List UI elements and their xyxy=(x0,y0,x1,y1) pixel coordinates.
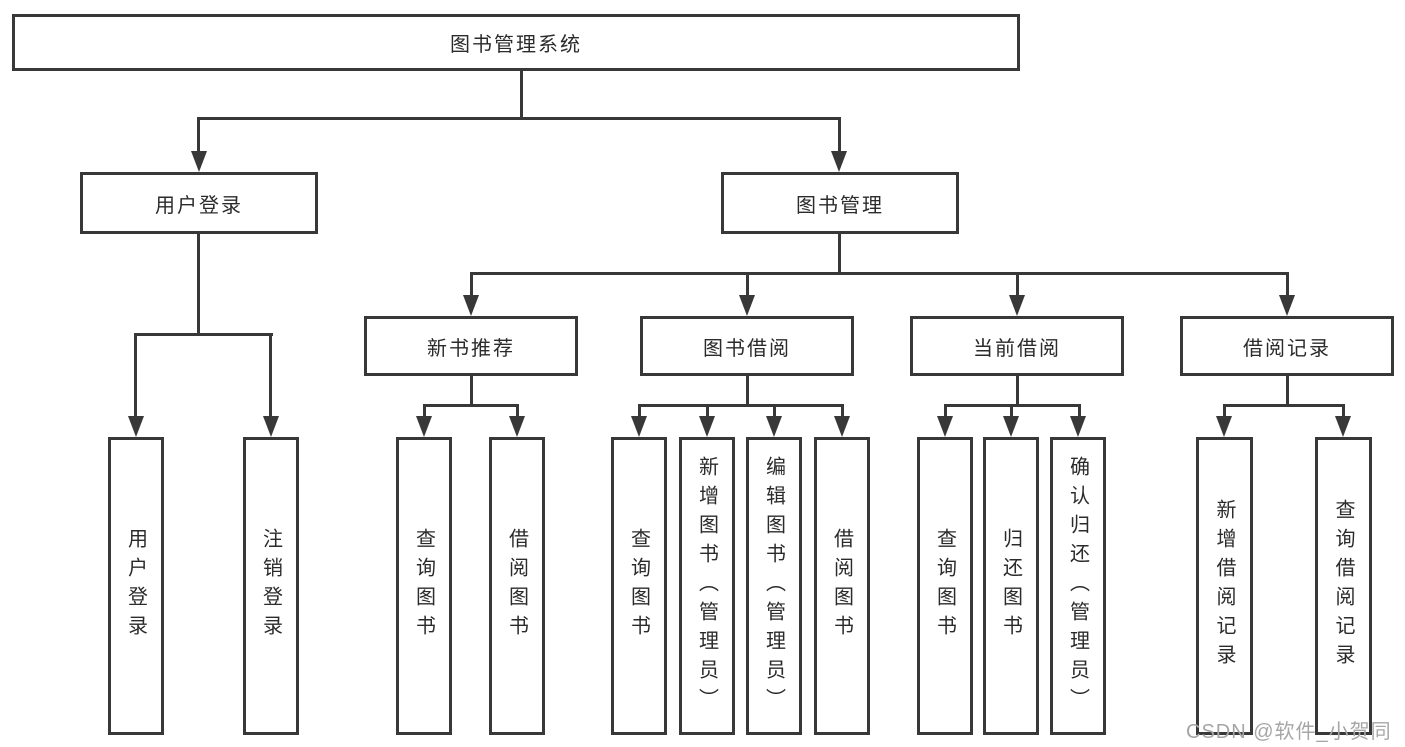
node-user-login-leaf: 用户登录 xyxy=(108,437,164,735)
node-confirm-return-admin: 确认归还（管理员） xyxy=(1050,437,1106,735)
connector-leaf-drop xyxy=(423,404,426,419)
arrowhead-down-icon xyxy=(1335,416,1351,437)
csdn-watermark: CSDN @软件_小贺同学 xyxy=(1186,721,1392,743)
node-query-books-current: 查询图书 xyxy=(917,437,973,735)
node-label: 注销登录 xyxy=(259,528,282,644)
node-label: 新增借阅记录 xyxy=(1213,499,1235,673)
node-label: 编辑图书（管理员） xyxy=(762,455,785,717)
connector-leaf-drop xyxy=(516,404,519,419)
node-query-borrow-record: 查询借阅记录 xyxy=(1315,437,1372,735)
arrowhead-down-icon xyxy=(1279,295,1295,316)
connector-leaf-drop xyxy=(1078,404,1081,419)
node-add-borrow-record: 新增借阅记录 xyxy=(1196,437,1253,735)
connector-drop-book-borrowing xyxy=(746,272,749,298)
arrowhead-down-icon xyxy=(1003,416,1019,437)
connector-drop-login-leaf xyxy=(134,333,137,419)
node-label: 新书推荐 xyxy=(427,337,515,360)
connector-module-split xyxy=(638,404,844,407)
node-return-book-leaf: 归还图书 xyxy=(983,437,1039,735)
node-label: 图书管理系统 xyxy=(450,34,582,56)
node-label: 图书管理 xyxy=(796,194,884,217)
arrowhead-down-icon xyxy=(766,416,782,437)
connector-drop-borrow-records xyxy=(1286,272,1289,298)
node-query-books-recommend: 查询图书 xyxy=(396,437,452,735)
connector-books-stem xyxy=(838,234,841,275)
node-edit-book-admin: 编辑图书（管理员） xyxy=(746,437,802,735)
arrowhead-down-icon xyxy=(128,416,144,437)
node-label: 当前借阅 xyxy=(973,337,1061,360)
connector-leaf-drop xyxy=(1010,404,1013,419)
node-borrow-books-recommend: 借阅图书 xyxy=(489,437,545,735)
connector-leaf-drop xyxy=(706,404,709,419)
node-label: 用户登录 xyxy=(124,528,147,644)
arrowhead-down-icon xyxy=(699,416,715,437)
connector-module-stem xyxy=(746,376,749,407)
node-borrowing-records: 借阅记录 xyxy=(1180,316,1394,376)
arrowhead-down-icon xyxy=(1216,416,1232,437)
node-library-management-system: 图书管理系统 xyxy=(12,14,1020,71)
node-label: 借阅图书 xyxy=(505,528,528,644)
arrowhead-down-icon xyxy=(416,416,432,437)
node-label: 借阅图书 xyxy=(830,528,853,644)
arrowhead-down-icon xyxy=(631,416,647,437)
node-label: 查询图书 xyxy=(933,528,956,644)
node-label: 图书借阅 xyxy=(703,337,791,360)
node-book-borrowing: 图书借阅 xyxy=(640,316,854,376)
connector-books-split xyxy=(470,272,1288,275)
arrowhead-down-icon xyxy=(191,151,207,172)
connector-root-split xyxy=(197,117,841,120)
arrowhead-down-icon xyxy=(463,295,479,316)
node-label: 用户登录 xyxy=(155,194,243,217)
connector-leaf-drop xyxy=(841,404,844,419)
node-label: 确认归还（管理员） xyxy=(1066,455,1089,717)
connector-module-split xyxy=(423,404,518,407)
node-label: 查询图书 xyxy=(627,528,650,644)
node-logout-leaf: 注销登录 xyxy=(243,437,299,735)
node-label: 借阅记录 xyxy=(1243,337,1331,360)
connector-drop-book-management xyxy=(838,117,841,154)
connector-drop-user-login xyxy=(197,117,200,154)
arrowhead-down-icon xyxy=(739,295,755,316)
connector-user-stem xyxy=(197,234,200,335)
node-user-login-branch: 用户登录 xyxy=(80,172,318,234)
connector-drop-logout-leaf xyxy=(269,333,272,419)
connector-root-stem xyxy=(520,71,523,120)
connector-module-stem xyxy=(1286,376,1289,407)
connector-leaf-drop xyxy=(638,404,641,419)
arrowhead-down-icon xyxy=(509,416,525,437)
connector-leaf-drop xyxy=(773,404,776,419)
node-label: 查询图书 xyxy=(412,528,435,644)
connector-user-split xyxy=(134,333,273,336)
connector-module-stem xyxy=(1016,376,1019,407)
arrowhead-down-icon xyxy=(263,416,279,437)
node-query-books-borrowing: 查询图书 xyxy=(611,437,667,735)
connector-module-stem xyxy=(470,376,473,407)
arrowhead-down-icon xyxy=(1009,295,1025,316)
connector-leaf-drop xyxy=(1342,404,1345,419)
node-new-book-recommendation: 新书推荐 xyxy=(364,316,578,376)
arrowhead-down-icon xyxy=(834,416,850,437)
connector-module-split xyxy=(1223,404,1345,407)
arrowhead-down-icon xyxy=(1070,416,1086,437)
arrowhead-down-icon xyxy=(831,151,847,172)
connector-drop-new-books xyxy=(470,272,473,298)
node-borrow-books-leaf: 借阅图书 xyxy=(814,437,870,735)
node-label: 查询借阅记录 xyxy=(1332,499,1354,673)
connector-leaf-drop xyxy=(944,404,947,419)
node-add-book-admin: 新增图书（管理员） xyxy=(679,437,735,735)
connector-leaf-drop xyxy=(1223,404,1226,419)
arrowhead-down-icon xyxy=(937,416,953,437)
node-label: 新增图书（管理员） xyxy=(695,455,718,717)
node-book-management-branch: 图书管理 xyxy=(721,172,959,234)
connector-drop-current-borrowing xyxy=(1016,272,1019,298)
node-label: 归还图书 xyxy=(999,528,1022,644)
node-current-borrowing: 当前借阅 xyxy=(910,316,1124,376)
